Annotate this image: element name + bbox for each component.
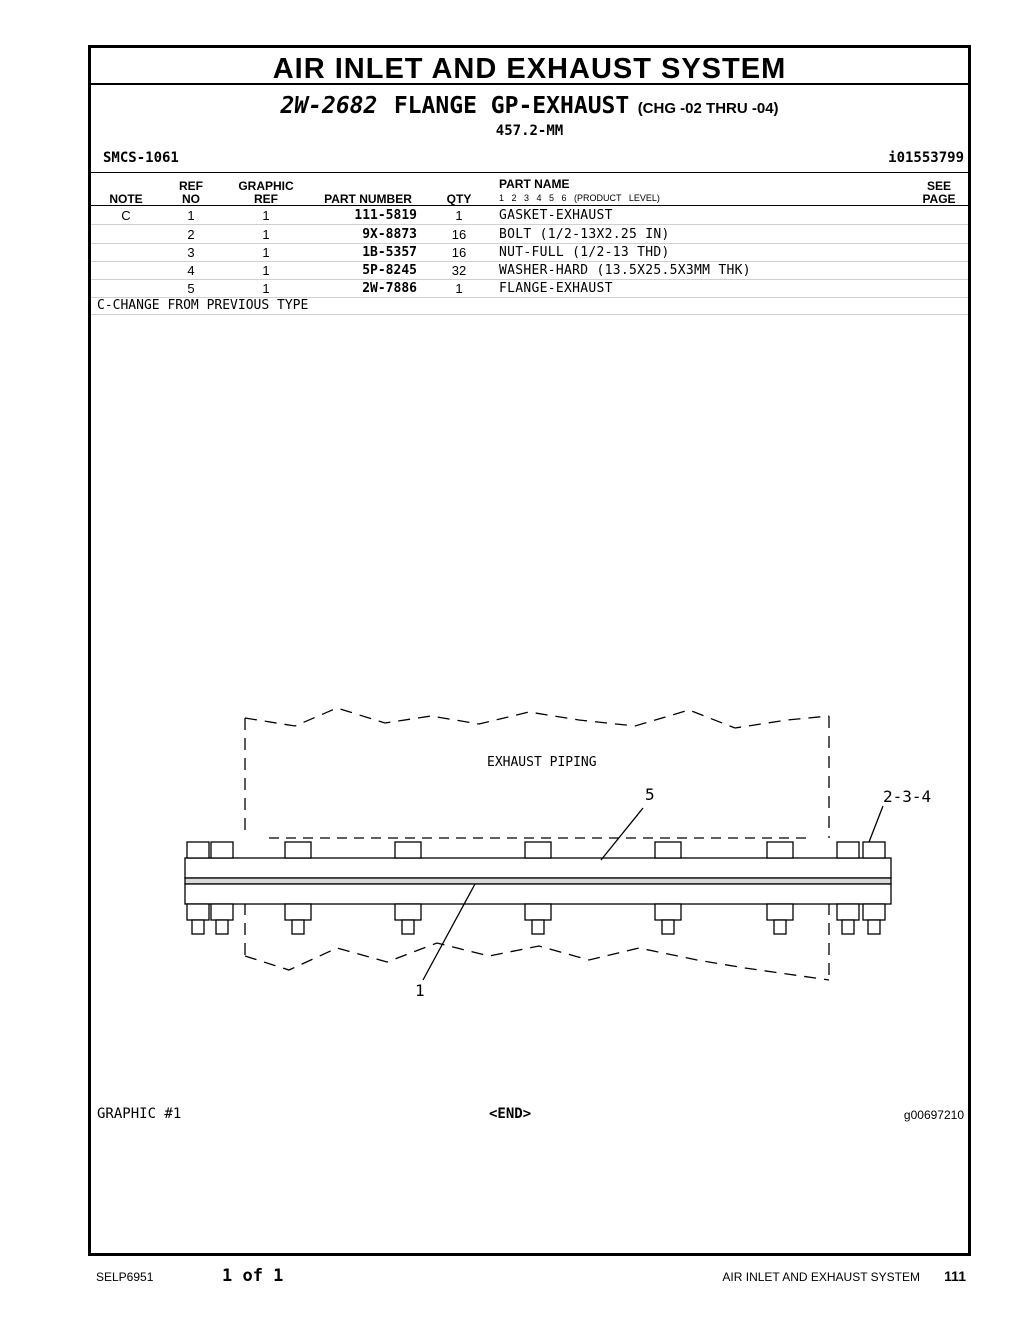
table-row: 4 1 5P-8245 32 WASHER-HARD (13.5X25.5X3M… xyxy=(91,261,968,280)
row-ref: 5 xyxy=(187,281,195,296)
row-graphic-ref: 1 xyxy=(262,208,270,223)
smcs-code: SMCS-1061 xyxy=(103,150,179,166)
header-see-top: SEE xyxy=(926,179,951,193)
footer-page-of: 1 of 1 xyxy=(222,1266,284,1286)
group-size: 457.2-MM xyxy=(495,123,564,139)
row-part-name: FLANGE-EXHAUST xyxy=(499,281,613,296)
table-row: 5 1 2W-7886 1 FLANGE-EXHAUST xyxy=(91,279,968,298)
header-part-name: PART NAME xyxy=(499,177,570,191)
header-ref-bottom: NO xyxy=(182,192,200,206)
row-qty: 16 xyxy=(451,245,467,260)
row-part-number: 111-5819 xyxy=(354,208,417,223)
row-note: C xyxy=(121,208,131,223)
footer-system: AIR INLET AND EXHAUST SYSTEM xyxy=(722,1270,920,1284)
callout-gasket: 1 xyxy=(415,981,425,1000)
header-part-number: PART NUMBER xyxy=(324,192,412,206)
row-part-number: 1B-5357 xyxy=(362,245,417,260)
row-graphic-ref: 1 xyxy=(262,281,270,296)
leader-gasket xyxy=(422,883,476,981)
row-graphic-ref: 1 xyxy=(262,227,270,242)
graphic-caption: GRAPHIC #1 xyxy=(97,1106,182,1122)
header-divider xyxy=(91,172,968,173)
row-ref: 3 xyxy=(187,245,195,260)
group-number: 2W-2682 xyxy=(280,93,378,119)
leader-flange xyxy=(600,807,644,861)
bolt-heads xyxy=(186,841,886,859)
flange-drawing: EXHAUST PIPING 5 2-3-4 1 xyxy=(184,707,931,1000)
row-graphic-ref: 1 xyxy=(262,245,270,260)
row-part-name: GASKET-EXHAUST xyxy=(499,208,613,223)
footnote-divider xyxy=(91,314,968,315)
illustration-id: i01553799 xyxy=(888,150,964,166)
group-heading: 2W-2682 FLANGE GP-EXHAUST (CHG -02 THRU … xyxy=(91,93,968,119)
callout-flange: 5 xyxy=(645,785,655,804)
group-name: FLANGE GP-EXHAUST xyxy=(393,93,630,119)
row-ref: 1 xyxy=(187,208,195,223)
row-qty: 16 xyxy=(451,227,467,242)
row-graphic-ref: 1 xyxy=(262,263,270,278)
callout-hardware: 2-3-4 xyxy=(883,787,931,806)
leader-hardware xyxy=(868,805,884,843)
header-ref-top: REF xyxy=(179,179,203,193)
table-footnote: C-CHANGE FROM PREVIOUS TYPE xyxy=(97,298,309,313)
header-qty: QTY xyxy=(446,192,472,206)
flange-lower xyxy=(184,883,892,905)
graphic-id: g00697210 xyxy=(903,1108,964,1122)
table-row: 3 1 1B-5357 16 NUT-FULL (1/2-13 THD) xyxy=(91,243,968,262)
row-ref: 4 xyxy=(187,263,195,278)
table-row: C 1 1 111-5819 1 GASKET-EXHAUST xyxy=(91,206,968,225)
label-exhaust-piping: EXHAUST PIPING xyxy=(487,755,597,770)
footer-page-number: 111 xyxy=(944,1268,966,1284)
flange-upper xyxy=(184,857,892,879)
row-qty: 32 xyxy=(451,263,467,278)
row-part-number: 9X-8873 xyxy=(362,227,417,242)
row-qty: 1 xyxy=(455,281,463,296)
header-see-bottom: PAGE xyxy=(922,192,956,206)
header-graphic-top: GRAPHIC xyxy=(238,179,294,193)
footer-publication: SELP6951 xyxy=(96,1270,154,1284)
piping-top-outline xyxy=(244,707,830,729)
header-note: NOTE xyxy=(109,192,143,206)
row-qty: 1 xyxy=(455,208,463,223)
row-part-number: 2W-7886 xyxy=(362,281,417,296)
header-ref: REF NO xyxy=(171,180,211,206)
table-row: 2 1 9X-8873 16 BOLT (1/2-13X2.25 IN) xyxy=(91,225,968,244)
table-header-divider xyxy=(91,205,968,206)
row-part-name: BOLT (1/2-13X2.25 IN) xyxy=(499,227,670,242)
gasket xyxy=(184,877,892,885)
header-graphic: GRAPHIC REF xyxy=(231,180,301,206)
header-graphic-bottom: REF xyxy=(254,192,278,206)
group-change: (CHG -02 THRU -04) xyxy=(637,100,779,117)
nuts xyxy=(186,903,886,921)
header-see-page: SEE PAGE xyxy=(911,180,967,206)
page-title: AIR INLET AND EXHAUST SYSTEM xyxy=(272,53,787,85)
row-part-number: 5P-8245 xyxy=(362,263,417,278)
row-ref: 2 xyxy=(187,227,195,242)
title-divider xyxy=(91,83,968,85)
row-part-name: NUT-FULL (1/2-13 THD) xyxy=(499,245,670,260)
page-frame: AIR INLET AND EXHAUST SYSTEM 2W-2682 FLA… xyxy=(88,45,971,1256)
header-product-levels: 1 2 3 4 5 6 (PRODUCT LEVEL) xyxy=(499,193,660,203)
end-marker: <END> xyxy=(489,1106,532,1122)
row-part-name: WASHER-HARD (13.5X25.5X3MM THK) xyxy=(499,263,751,278)
bolt-ends xyxy=(191,919,881,935)
piping-bottom-outline xyxy=(244,942,830,981)
